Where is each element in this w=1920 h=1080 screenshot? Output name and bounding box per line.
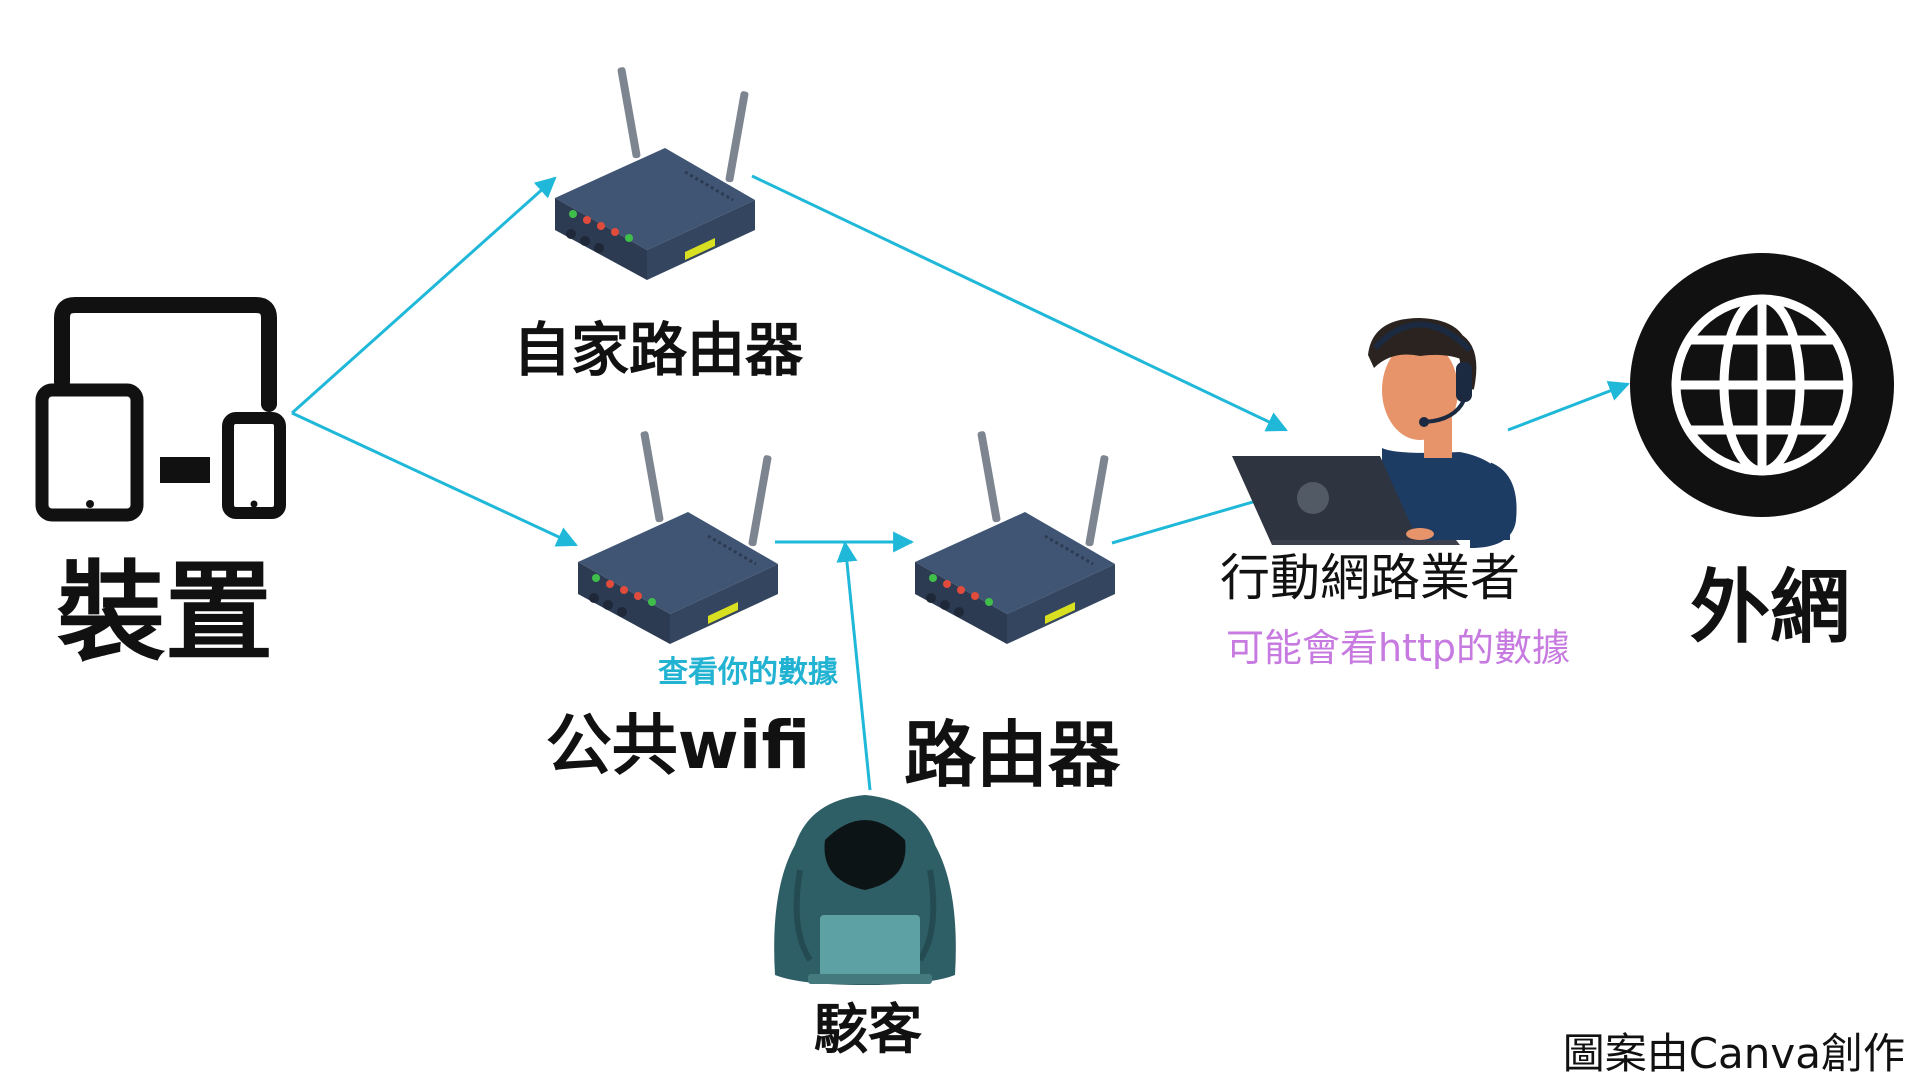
public-wifi-router-icon	[576, 429, 780, 646]
edge-device-to-public-wifi	[291, 411, 578, 547]
devices-icon	[35, 297, 286, 522]
home-router-label: 自家路由器	[513, 316, 804, 384]
isp-operator-icon	[1232, 318, 1517, 548]
edges	[291, 174, 1630, 791]
edge-hacker-to-wifi-link	[836, 540, 872, 791]
isp-note: 可能會看http的數據	[1226, 626, 1570, 670]
edge-device-to-home-router	[291, 176, 557, 415]
hacker-label: 駭客	[814, 998, 922, 1061]
globe-icon	[1630, 253, 1894, 517]
internet-label: 外網	[1690, 561, 1850, 654]
credit-text: 圖案由Canva創作	[1563, 1029, 1905, 1078]
edge-home-router-to-isp	[751, 174, 1288, 432]
edge-isp-to-internet	[1507, 380, 1630, 432]
isp-label: 行動網路業者	[1220, 549, 1520, 607]
home-router-icon	[553, 65, 757, 282]
hacker-icon	[774, 795, 956, 985]
public-wifi-note: 查看你的數據	[658, 655, 839, 690]
device-label: 裝置	[57, 551, 273, 676]
router-icon	[913, 429, 1117, 646]
router-label: 路由器	[904, 713, 1121, 797]
public-wifi-label: 公共wifi	[546, 707, 811, 784]
